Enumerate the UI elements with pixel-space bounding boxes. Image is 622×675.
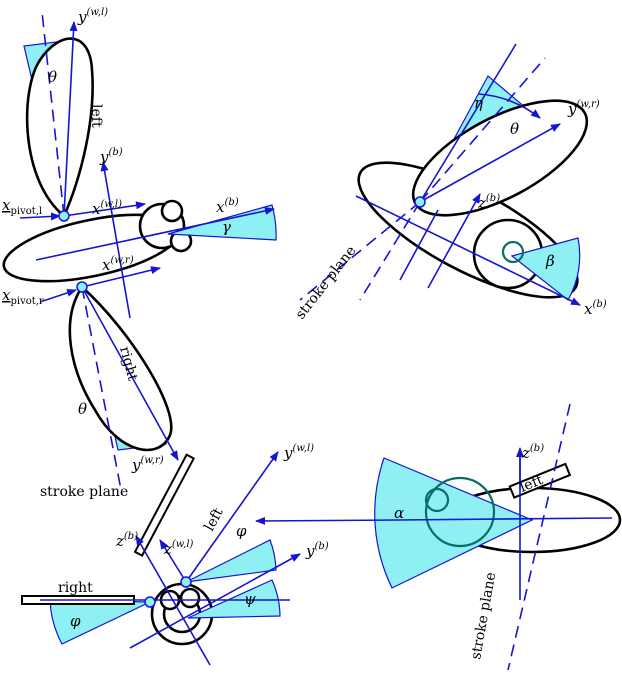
left-wing-bar	[133, 453, 196, 557]
pivot-l-marker	[180, 576, 192, 588]
eye-circle	[160, 199, 184, 223]
head-circle	[424, 476, 496, 548]
y-wr-axis	[81, 286, 179, 461]
y-b-axis	[129, 553, 301, 649]
label-x-b: x(b)	[216, 197, 239, 216]
y-wr-axis	[419, 123, 561, 203]
label-phi-left: φ	[236, 522, 247, 540]
stroke-plane-line	[507, 403, 571, 671]
y-wl-axis	[185, 451, 279, 583]
label-z-b: z(b)	[477, 193, 500, 212]
label-right-wing: right	[58, 580, 93, 596]
stroke-axis	[419, 43, 517, 203]
psi-wedge	[187, 579, 281, 619]
label-stroke-plane: stroke plane	[293, 243, 360, 322]
pivot-l-arrow	[19, 212, 61, 221]
label-y-wl: y(w,l)	[283, 443, 314, 462]
phi-wedge-right	[49, 599, 151, 645]
label-theta: θ	[510, 120, 519, 138]
side-view2-panel: z(b) left α stroke plane	[255, 403, 622, 671]
label-z-wl: z(w,l)	[163, 539, 194, 558]
label-x-pivot-r: xpivot,r	[2, 286, 44, 307]
left-stroke-line	[41, 11, 65, 217]
wing-bar	[508, 462, 572, 499]
z-b-axis	[427, 193, 481, 289]
label-y-wl: y(w,l)	[77, 7, 108, 26]
alpha-wedge	[374, 457, 534, 589]
top-view-panel: y(w,l) θ left y(b) x(b) x(w,l) x(w,r) γ …	[2, 7, 277, 496]
x-axis	[255, 516, 399, 525]
pivot-l-marker	[58, 210, 70, 222]
stroke-axis-dash	[359, 201, 421, 301]
left-wing-outline	[25, 37, 94, 219]
pivot-r-marker	[144, 596, 156, 608]
label-y-wr: y(w,r)	[131, 455, 164, 474]
pivot-r-marker	[76, 281, 88, 293]
label-y-b: y(b)	[99, 147, 123, 166]
label-left-wing: left	[88, 104, 104, 128]
label-psi: ψ	[244, 590, 256, 608]
x-b-axis	[35, 206, 275, 261]
label-gamma: γ	[222, 218, 231, 236]
label-theta-right: θ	[78, 400, 87, 418]
label-beta: β	[545, 252, 555, 270]
label-theta-left: θ	[48, 68, 57, 86]
label-stroke-plane-bl: stroke plane	[40, 484, 128, 500]
label-eta: η	[474, 94, 483, 112]
eye-circle	[424, 487, 450, 513]
stroke-plane-line-lower	[299, 201, 421, 301]
label-x-wl: x(w,l)	[92, 199, 122, 218]
label-x-b: x(b)	[584, 299, 607, 318]
pivot-marker	[414, 196, 426, 208]
y-wl-axis	[63, 21, 78, 217]
label-y-b: y(b)	[305, 541, 329, 560]
label-x-pivot-l: xpivot,l	[2, 196, 42, 217]
right-wing-outline	[68, 285, 173, 452]
label-alpha: α	[394, 504, 404, 522]
eye-circle	[179, 587, 201, 609]
label-z-b: z(b)	[521, 443, 544, 462]
eye-circle	[501, 240, 525, 264]
z-b-axis	[135, 535, 211, 666]
eta-arc	[477, 93, 541, 119]
thin-line	[399, 209, 439, 281]
phi-wedge-left	[185, 539, 277, 583]
x-b-axis	[355, 195, 581, 306]
pivot-r-arrow	[39, 289, 77, 303]
label-y-wr: y(w,r)	[567, 99, 600, 118]
label-x-wr: x(w,r)	[102, 255, 134, 274]
label-z-b: z(b)	[115, 531, 138, 550]
x-wr-axis	[81, 266, 161, 288]
front-view-panel: stroke plane y(w,l) left φ z(b) z(w,l) y…	[21, 443, 329, 666]
right-stroke-line	[81, 286, 123, 496]
label-stroke-plane: stroke plane	[468, 571, 499, 661]
x-wl-axis	[63, 201, 146, 217]
side-view-panel: η θ y(w,r) z(b) β x(b) stroke plane	[293, 43, 607, 322]
y-b-axis	[100, 161, 131, 319]
stroke-plane-line	[419, 57, 546, 203]
x-axis-line	[397, 517, 613, 521]
label-phi-right: φ	[70, 612, 81, 630]
z-wl-axis	[159, 539, 187, 583]
